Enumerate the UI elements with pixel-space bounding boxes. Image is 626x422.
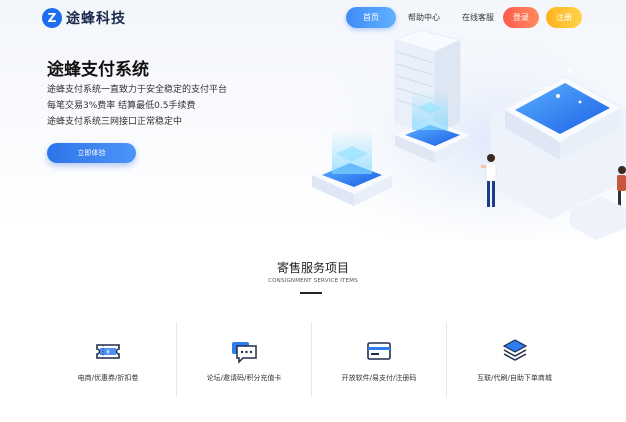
card-icon [367, 342, 391, 360]
divider [176, 322, 177, 397]
coupon-icon: ¥ [96, 344, 120, 359]
service-label: 开放软件/易支付/注册码 [341, 374, 417, 382]
hero-line: 每笔交易3%费率 结算最低0.5手续费 [47, 101, 196, 111]
service-item[interactable]: ¥ 电商/优惠券/折扣卷 [40, 322, 176, 397]
stack-icon [502, 339, 527, 361]
service-label: 互联/代刷/自助下单商城 [477, 374, 552, 382]
service-item[interactable]: 互联/代刷/自助下单商城 [447, 322, 582, 397]
hero-title: 途蜂支付系统 [47, 60, 149, 80]
service-label: 电商/优惠券/折扣卷 [77, 374, 139, 382]
divider [311, 322, 312, 397]
chat-icon [232, 342, 257, 364]
person-figure [481, 154, 497, 207]
divider [446, 322, 447, 397]
service-item[interactable]: 开放软件/易支付/注册码 [312, 322, 446, 397]
server-isometric-illustration [310, 30, 626, 240]
nav-online-service[interactable]: 在线客服 [462, 13, 494, 22]
services-title: 寄售服务项目 [276, 261, 349, 275]
svg-text:¥: ¥ [106, 349, 110, 356]
service-label: 论坛/邀请码/积分充值卡 [206, 374, 282, 382]
login-button[interactable]: 登录 [503, 7, 539, 28]
try-now-button[interactable]: 立即体验 [47, 143, 136, 163]
hero-line: 途蜂支付系统三网接口正常稳定中 [47, 117, 183, 127]
hero-line: 途蜂支付系统一直致力于安全稳定的支付平台 [47, 85, 228, 95]
nav-help-center[interactable]: 帮助中心 [408, 13, 440, 22]
title-underline [300, 292, 322, 294]
logo-text: 途蜂科技 [66, 11, 126, 27]
logo[interactable]: Z 途蜂科技 [42, 8, 126, 28]
logo-mark: Z [42, 8, 62, 28]
register-button[interactable]: 注册 [546, 7, 582, 28]
nav-home[interactable]: 首页 [346, 7, 396, 28]
services-subtitle: CONSIGNMENT SERVICE ITEMS [268, 278, 358, 284]
service-item[interactable]: 论坛/邀请码/积分充值卡 [177, 322, 311, 397]
